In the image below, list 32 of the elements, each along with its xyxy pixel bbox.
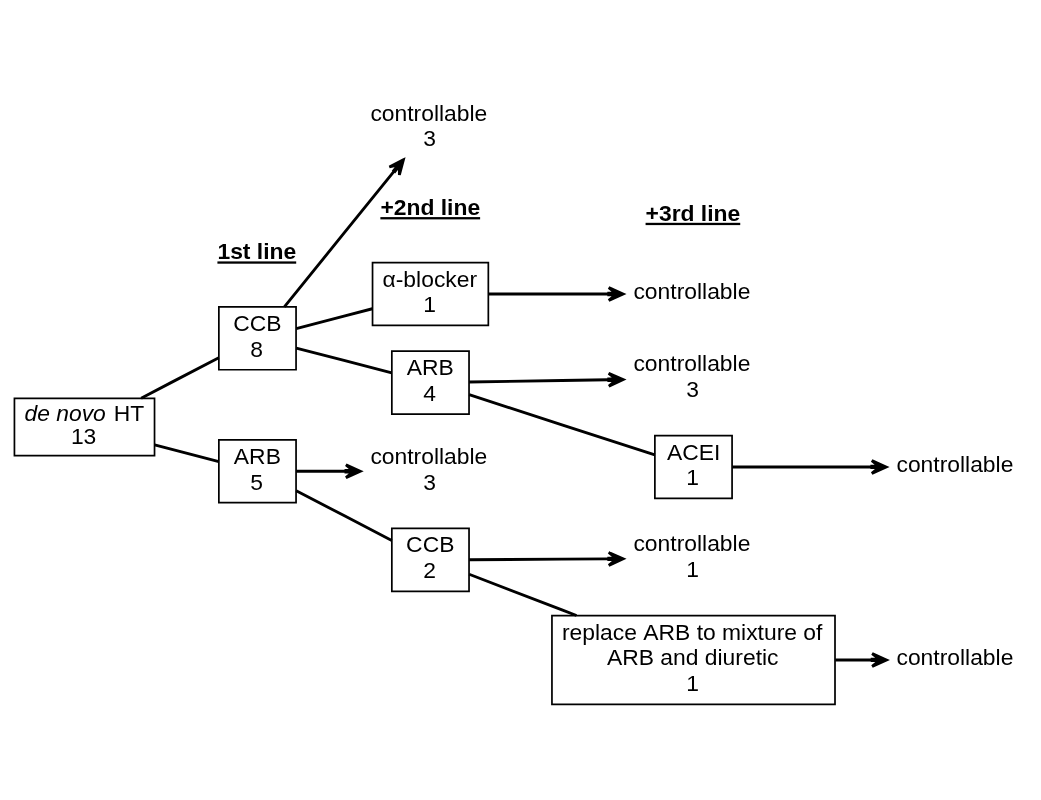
node-text: controllable 3 — [633, 349, 751, 402]
connector — [295, 488, 393, 542]
arrow — [283, 157, 405, 308]
arrow — [469, 550, 625, 567]
arrow — [732, 458, 888, 475]
arrow — [488, 285, 625, 302]
arrow — [296, 462, 362, 479]
node-text: controllable 1 — [633, 529, 751, 582]
node-box: CCB 8 — [218, 305, 297, 371]
node-box: replace ARB to mixture of ARB and diuretic 1 — [551, 614, 836, 705]
connector — [140, 355, 220, 399]
node-box: CCB 2 — [390, 527, 470, 592]
node-box: ARB 5 — [218, 438, 297, 504]
node-box: ARB 4 — [390, 349, 470, 415]
node-box: α-blocker 1 — [371, 261, 490, 326]
node-box: ACEI 1 — [654, 434, 733, 499]
node-text: controllable 3 — [370, 99, 488, 151]
node-text: controllable — [896, 643, 1014, 670]
arrow — [469, 371, 625, 388]
label: +2nd line — [380, 193, 481, 220]
node-text: controllable — [896, 450, 1014, 477]
connector — [468, 572, 577, 617]
connector — [154, 442, 220, 463]
connector — [295, 306, 373, 330]
node-text: controllable — [633, 277, 751, 304]
label: 1st line — [217, 237, 297, 264]
node-text: controllable 3 — [370, 442, 488, 495]
arrow — [835, 651, 888, 668]
connector — [295, 346, 393, 374]
node-box: de novo HT 13 — [13, 397, 156, 456]
connector — [468, 392, 656, 456]
label: +3rd line — [645, 199, 741, 226]
